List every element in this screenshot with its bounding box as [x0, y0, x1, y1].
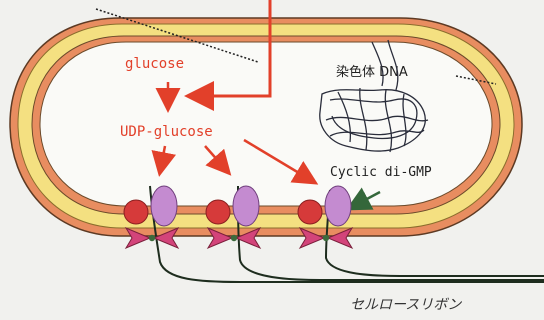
- complex-2-pore-dot: [231, 235, 237, 241]
- cyclic-di-gmp-label: Cyclic di-GMP: [330, 165, 432, 180]
- complex-1-pore-dot: [149, 235, 155, 241]
- complex-2-red-subunit: [206, 200, 230, 224]
- cellulose-ribbon-label: セルロースリボン: [350, 297, 462, 313]
- complex-2-purple-subunit: [233, 186, 259, 226]
- complex-3-purple-subunit: [325, 186, 351, 226]
- complex-1-red-subunit: [124, 200, 148, 224]
- complex-1-purple-subunit: [151, 186, 177, 226]
- complex-3-red-subunit: [298, 200, 322, 224]
- glucose-label: glucose: [125, 56, 184, 72]
- complex-3-pore-dot: [323, 235, 329, 241]
- udp-glucose-label: UDP-glucose: [120, 124, 213, 140]
